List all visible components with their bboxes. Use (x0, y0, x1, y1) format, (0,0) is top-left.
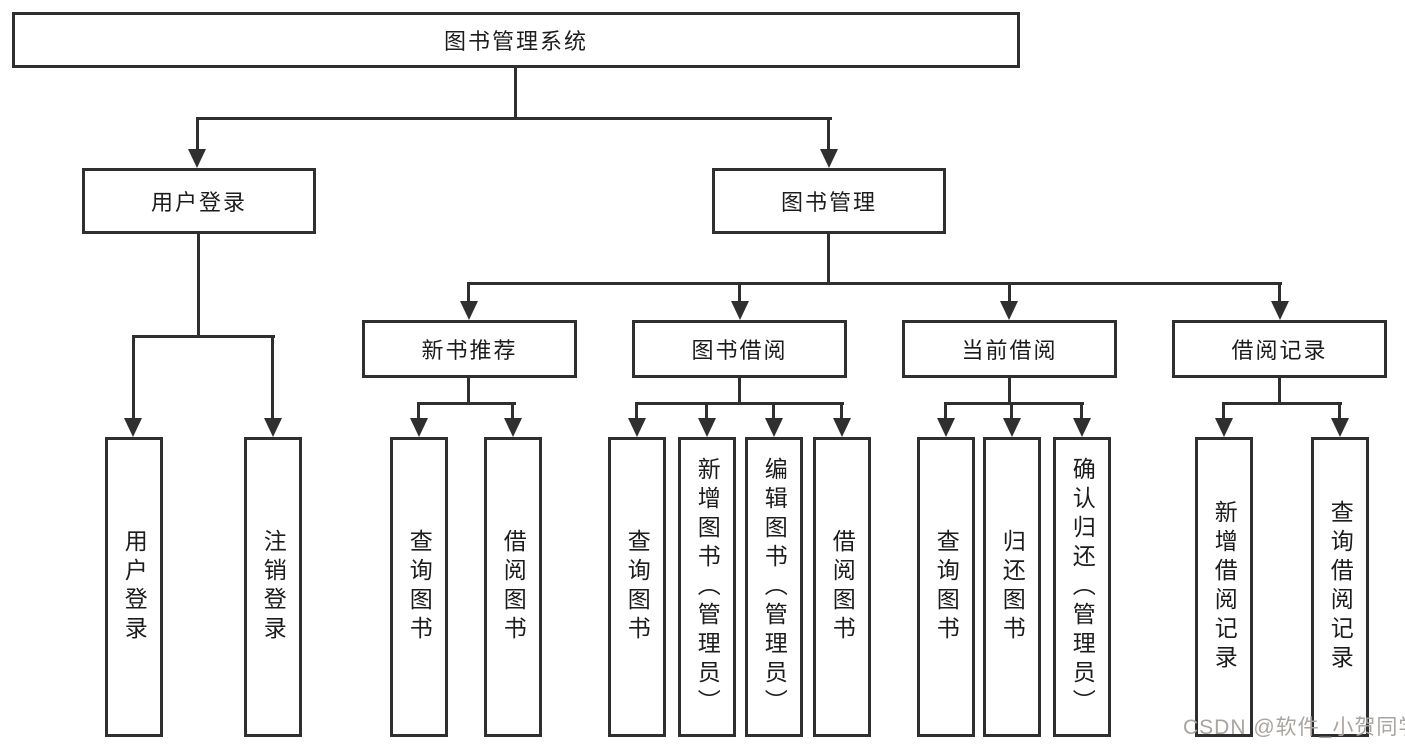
node-user-login: 用户登录 (82, 168, 316, 234)
connector-vline (1278, 282, 1281, 303)
connector-vline (197, 234, 200, 338)
leaf-query-borrow-record: 查询借阅记录 (1311, 437, 1369, 737)
leaf-label: 用户登录 (121, 529, 148, 645)
connector-vline (417, 402, 420, 420)
leaf-borrow-books-recommend: 借阅图书 (484, 437, 542, 737)
arrow-down-icon (937, 418, 955, 437)
node-borrowing-records: 借阅记录 (1172, 320, 1387, 378)
leaf-return-book: 归还图书 (983, 437, 1041, 737)
leaf-label: 新增图书（管理员） (694, 456, 721, 718)
leaf-query-books-current: 查询图书 (917, 437, 975, 737)
leaf-logout: 注销登录 (244, 437, 302, 737)
connector-vline (1010, 402, 1013, 420)
connector-vline (467, 378, 470, 405)
node-label: 图书借阅 (691, 338, 788, 363)
arrow-down-icon (460, 301, 478, 320)
arrow-down-icon (628, 418, 646, 437)
connector-vline (271, 335, 274, 420)
node-label: 借阅记录 (1231, 338, 1328, 363)
leaf-query-books-borrowing: 查询图书 (608, 437, 666, 737)
node-library-system: 图书管理系统 (12, 12, 1020, 68)
node-label: 图书管理 (780, 190, 877, 215)
arrow-down-icon (731, 301, 749, 320)
connector-hline (467, 282, 1282, 285)
connector-hline (635, 402, 844, 405)
connector-vline (1080, 402, 1083, 420)
connector-vline (514, 68, 517, 120)
arrow-down-icon (188, 149, 206, 168)
connector-vline (1278, 378, 1281, 405)
connector-vline (196, 117, 199, 151)
connector-vline (1008, 378, 1011, 405)
leaf-add-borrow-record: 新增借阅记录 (1195, 437, 1253, 737)
connector-vline (1338, 402, 1341, 420)
leaf-confirm-return-admin: 确认归还（管理员） (1053, 437, 1111, 737)
connector-vline (840, 402, 843, 420)
leaf-label: 查询图书 (406, 529, 433, 645)
arrow-down-icon (833, 418, 851, 437)
node-label: 用户登录 (150, 190, 247, 215)
leaf-label: 确认归还（管理员） (1069, 456, 1096, 718)
connector-vline (772, 402, 775, 420)
arrow-down-icon (1215, 418, 1233, 437)
leaf-label: 编辑图书（管理员） (761, 456, 788, 718)
connector-vline (738, 282, 741, 303)
connector-vline (467, 282, 470, 303)
connector-hline (944, 402, 1084, 405)
connector-vline (511, 402, 514, 420)
leaf-query-books-recommend: 查询图书 (390, 437, 448, 737)
arrow-down-icon (504, 418, 522, 437)
arrow-down-icon (124, 418, 142, 437)
node-label: 新书推荐 (421, 338, 518, 363)
watermark-text: CSDN @软件_小贺同学 (1183, 716, 1405, 739)
node-label: 图书管理系统 (443, 29, 588, 54)
connector-hline (196, 117, 832, 120)
node-current-borrowing: 当前借阅 (902, 320, 1117, 378)
leaf-label: 归还图书 (999, 529, 1026, 645)
leaf-label: 借阅图书 (829, 529, 856, 645)
connector-hline (417, 402, 516, 405)
arrow-down-icon (1271, 301, 1289, 320)
arrow-down-icon (1073, 418, 1091, 437)
leaf-user-login: 用户登录 (105, 437, 163, 737)
arrow-down-icon (1003, 418, 1021, 437)
leaf-edit-book-admin: 编辑图书（管理员） (745, 437, 803, 737)
connector-vline (827, 117, 830, 151)
connector-hline (132, 335, 275, 338)
connector-vline (944, 402, 947, 420)
leaf-add-book-admin: 新增图书（管理员） (678, 437, 736, 737)
node-new-book-recommendation: 新书推荐 (362, 320, 577, 378)
arrow-down-icon (1331, 418, 1349, 437)
connector-vline (705, 402, 708, 420)
connector-vline (738, 378, 741, 405)
leaf-label: 查询图书 (624, 529, 651, 645)
connector-hline (1222, 402, 1342, 405)
arrow-down-icon (410, 418, 428, 437)
connector-vline (1008, 282, 1011, 303)
leaf-borrow-books: 借阅图书 (813, 437, 871, 737)
leaf-label: 注销登录 (260, 529, 287, 645)
arrow-down-icon (765, 418, 783, 437)
arrow-down-icon (698, 418, 716, 437)
leaf-label: 查询借阅记录 (1327, 500, 1354, 674)
arrow-down-icon (264, 418, 282, 437)
node-book-borrowing: 图书借阅 (632, 320, 847, 378)
node-label: 当前借阅 (961, 338, 1058, 363)
leaf-label: 新增借阅记录 (1211, 500, 1238, 674)
connector-vline (132, 335, 135, 420)
node-book-management: 图书管理 (712, 168, 946, 234)
leaf-label: 借阅图书 (500, 529, 527, 645)
connector-vline (635, 402, 638, 420)
arrow-down-icon (1000, 301, 1018, 320)
connector-vline (827, 234, 830, 285)
connector-vline (1222, 402, 1225, 420)
leaf-label: 查询图书 (933, 529, 960, 645)
arrow-down-icon (820, 149, 838, 168)
